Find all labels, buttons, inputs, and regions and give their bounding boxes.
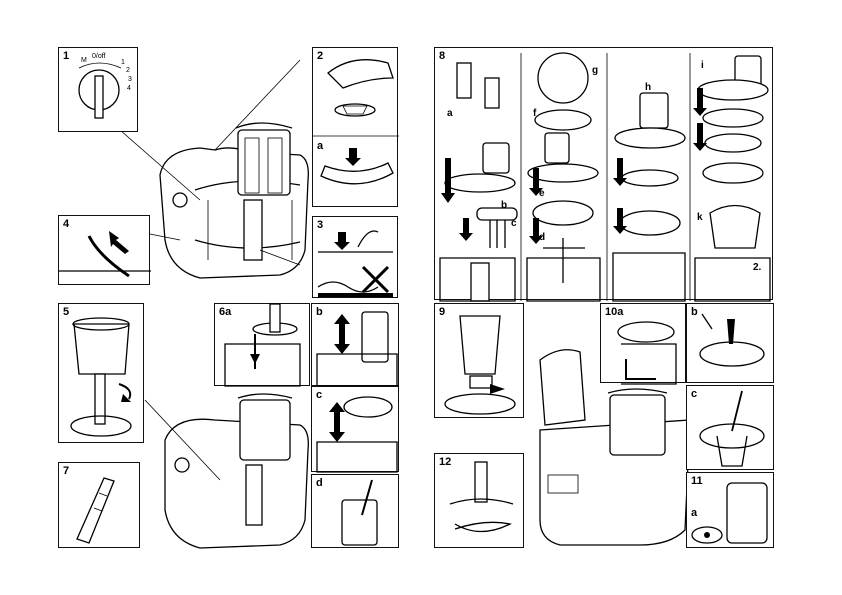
step-10c-label: c [691,388,698,400]
step-8b-label: b [501,200,507,211]
step-10b-panel: b [686,303,774,383]
dial-off: 0/off [92,53,106,60]
blade-illustration [449,461,514,533]
cord-illustration [59,231,151,278]
spatula-use-illustration [341,479,378,546]
step-8e-label: e [539,188,545,199]
step-2-label: 2 [317,50,324,62]
step-12-panel: 12 [434,453,524,548]
disc-insert-illustration [224,303,301,387]
mill-illustration [691,482,768,544]
step-12-label: 12 [439,456,452,468]
step-7-panel: 7 [58,462,140,548]
cord-storage-illustration [317,230,393,297]
step-4-label: 4 [63,218,70,230]
step-10c-panel: c [686,385,774,470]
step-5-label: 5 [63,306,70,318]
step-6b-label: b [316,306,323,318]
step-8g-label: g [592,65,598,76]
dial-m: M [81,57,87,64]
step-1-panel: 1 M 0/off 1 2 3 4 [58,47,138,132]
step-6a-panel: 6a [214,303,310,387]
lid-illustration [313,59,399,185]
blender-jug-illustration [444,315,516,415]
step-10b-label: b [691,306,698,318]
step-5-panel: 5 [58,303,144,443]
step-8d-label: d [539,232,545,243]
step-7-label: 7 [63,465,70,477]
dial-4: 4 [127,85,131,92]
step-8h-label: h [645,82,651,93]
spatula-illustration [76,477,115,544]
step-2a-label: a [317,140,324,152]
step-11a-label: a [691,507,698,519]
step-10a-label: 10a [605,306,624,318]
dial-1: 1 [121,59,125,66]
step-6a-label: 6a [219,306,232,318]
step-6d-label: d [316,477,323,489]
step-8-label: 8 [439,50,446,62]
step-1-label: 1 [63,50,70,62]
step-11-label: 11 [691,475,703,487]
step-8i-label: i [701,60,704,71]
step-4-panel: 4 [58,215,151,285]
step-2-panel: 2 a [312,47,399,207]
step-6c-label: c [316,389,323,401]
feed-tube-illustration [316,311,398,387]
bowl-insert-illustration [70,317,132,437]
step-10a-panel: 10a [600,303,686,385]
step-6c-panel: c [311,386,399,473]
step-6d-panel: d [311,474,399,548]
step-11-panel: 11 a [686,472,774,548]
step-8-2-label: 2. [753,262,762,273]
dial-2: 2 [126,67,130,74]
add-liquid-illustration [699,390,765,467]
step-9-panel: 9 [434,303,524,418]
speed-dial-illustration: M 0/off 1 2 3 4 [78,53,132,119]
step-8k-label: k [697,212,703,223]
pour-ingredients-illustration [699,313,765,367]
dial-3: 3 [128,76,132,83]
attachments-illustration: a b c g f e d h [439,52,771,302]
lid-fit-illustration [316,396,398,473]
step-3-panel: 3 [312,216,398,298]
step-9-label: 9 [439,306,446,318]
step-3-label: 3 [317,219,324,231]
step-8-panel: 8 a b c g f e [434,47,773,302]
step-8a-label: a [447,108,453,119]
step-8c-label: c [511,218,517,229]
step-8f-label: f [533,108,537,119]
blender-lid-illustration [617,321,677,385]
step-6b-panel: b [311,303,399,387]
